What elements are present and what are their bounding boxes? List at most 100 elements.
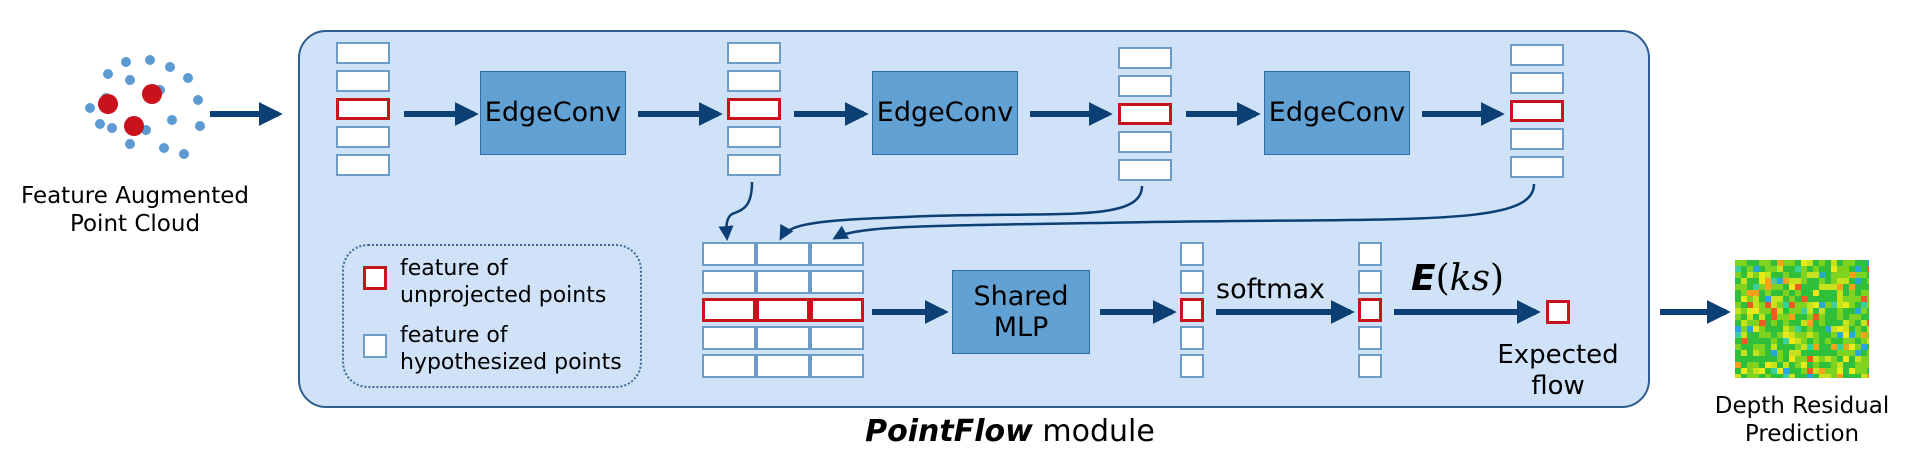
heatmap-pixel xyxy=(1831,368,1837,374)
heatmap-pixel xyxy=(1825,272,1831,278)
heatmap-pixel xyxy=(1861,266,1867,272)
heatmap-pixel xyxy=(1837,266,1843,272)
heatmap-pixel xyxy=(1849,356,1855,362)
heatmap-pixel xyxy=(1837,356,1843,362)
heatmap-pixel xyxy=(1753,284,1759,290)
heatmap-pixel xyxy=(1813,326,1819,332)
heatmap-pixel xyxy=(1813,368,1819,374)
heatmap-pixel xyxy=(1819,356,1825,362)
heatmap-pixel xyxy=(1735,296,1741,302)
heatmap-pixel xyxy=(1837,326,1843,332)
heatmap-pixel xyxy=(1795,350,1801,356)
heatmap-pixel xyxy=(1789,368,1795,374)
heatmap-pixel xyxy=(1795,314,1801,320)
stack4-cell-2 xyxy=(1510,72,1564,94)
expected-flow-line2: flow xyxy=(1531,371,1585,402)
heatmap-pixel xyxy=(1795,356,1801,362)
point-red-1 xyxy=(98,94,118,114)
legend-swatch-hypothesized xyxy=(363,334,387,358)
legend-label-unprojected: feature of unprojected points xyxy=(400,256,606,310)
heatmap-pixel xyxy=(1783,278,1789,284)
heatmap-pixel xyxy=(1867,302,1869,308)
expectation-close-paren: ) xyxy=(1489,258,1504,299)
heatmap-pixel xyxy=(1849,332,1855,338)
heatmap-pixel xyxy=(1801,266,1807,272)
point-blue-1 xyxy=(121,57,131,67)
heatmap-pixel xyxy=(1813,338,1819,344)
heatmap-pixel xyxy=(1849,308,1855,314)
heatmap-pixel xyxy=(1795,362,1801,368)
stack3-cell-4 xyxy=(1118,131,1172,153)
heatmap-pixel xyxy=(1789,338,1795,344)
heatmap-pixel xyxy=(1807,374,1813,378)
heatmap-pixel xyxy=(1813,344,1819,350)
point-blue-17 xyxy=(179,149,189,159)
point-blue-12 xyxy=(107,123,117,133)
heatmap-pixel xyxy=(1867,374,1869,378)
heatmap-pixel xyxy=(1813,266,1819,272)
heatmap-pixel xyxy=(1837,320,1843,326)
heatmap-pixel xyxy=(1801,350,1807,356)
heatmap-pixel xyxy=(1801,374,1807,378)
grid-cell-r1-c3 xyxy=(810,242,864,266)
stack3-cell-3 xyxy=(1118,103,1172,125)
heatmap-pixel xyxy=(1831,260,1837,266)
edgeconv-label-3: EdgeConv xyxy=(1268,97,1406,129)
heatmap-pixel xyxy=(1801,296,1807,302)
point-red-2 xyxy=(142,84,162,104)
heatmap-pixel xyxy=(1861,344,1867,350)
heatmap-pixel xyxy=(1741,314,1747,320)
heatmap-pixel xyxy=(1849,320,1855,326)
heatmap-pixel xyxy=(1801,338,1807,344)
expectation-open-paren: ( xyxy=(1435,258,1450,299)
heatmap-pixel xyxy=(1825,260,1831,266)
heatmap-pixel xyxy=(1759,272,1765,278)
heatmap-pixel xyxy=(1789,362,1795,368)
input-label-line1: Feature Augmented xyxy=(20,183,250,209)
heatmap-pixel xyxy=(1753,362,1759,368)
heatmap-pixel xyxy=(1813,272,1819,278)
heatmap-pixel xyxy=(1849,368,1855,374)
heatmap-pixel xyxy=(1771,260,1777,266)
heatmap-pixel xyxy=(1861,326,1867,332)
heatmap-pixel xyxy=(1801,308,1807,314)
curve-arrow-stack3 xyxy=(779,185,1144,241)
legend-box xyxy=(342,244,642,388)
heatmap-pixel xyxy=(1789,320,1795,326)
heatmap-pixel xyxy=(1843,278,1849,284)
point-blue-14 xyxy=(195,121,205,131)
stack4-cell-4 xyxy=(1510,128,1564,150)
heatmap-pixel xyxy=(1789,272,1795,278)
heatmap-pixel xyxy=(1849,290,1855,296)
heatmap-pixel xyxy=(1801,302,1807,308)
heatmap-pixel xyxy=(1825,302,1831,308)
heatmap-pixel xyxy=(1813,278,1819,284)
heatmap-pixel xyxy=(1771,368,1777,374)
curve-arrow-stack2 xyxy=(718,181,754,241)
heatmap-pixel xyxy=(1753,272,1759,278)
heatmap-pixel xyxy=(1759,326,1765,332)
heatmap-pixel xyxy=(1777,368,1783,374)
heatmap-pixel xyxy=(1789,260,1795,266)
heatmap-pixel xyxy=(1795,260,1801,266)
heatmap-pixel xyxy=(1735,308,1741,314)
heatmap-pixel xyxy=(1861,260,1867,266)
heatmap-pixel xyxy=(1819,272,1825,278)
heatmap-pixel xyxy=(1771,344,1777,350)
heatmap-pixel xyxy=(1801,362,1807,368)
heatmap-pixel xyxy=(1837,374,1843,378)
heatmap-pixel xyxy=(1867,356,1869,362)
point-blue-18 xyxy=(95,119,105,129)
stack4-cell-3 xyxy=(1510,100,1564,122)
heatmap-pixel xyxy=(1783,332,1789,338)
heatmap-pixel xyxy=(1825,368,1831,374)
heatmap-pixel xyxy=(1825,332,1831,338)
heatmap-pixel xyxy=(1813,356,1819,362)
heatmap-pixel xyxy=(1825,284,1831,290)
heatmap-pixel xyxy=(1831,350,1837,356)
stack3-cell-1 xyxy=(1118,47,1172,69)
heatmap-pixel xyxy=(1855,374,1861,378)
heatmap-pixel xyxy=(1831,296,1837,302)
heatmap-pixel xyxy=(1867,266,1869,272)
heatmap-pixel xyxy=(1765,350,1771,356)
